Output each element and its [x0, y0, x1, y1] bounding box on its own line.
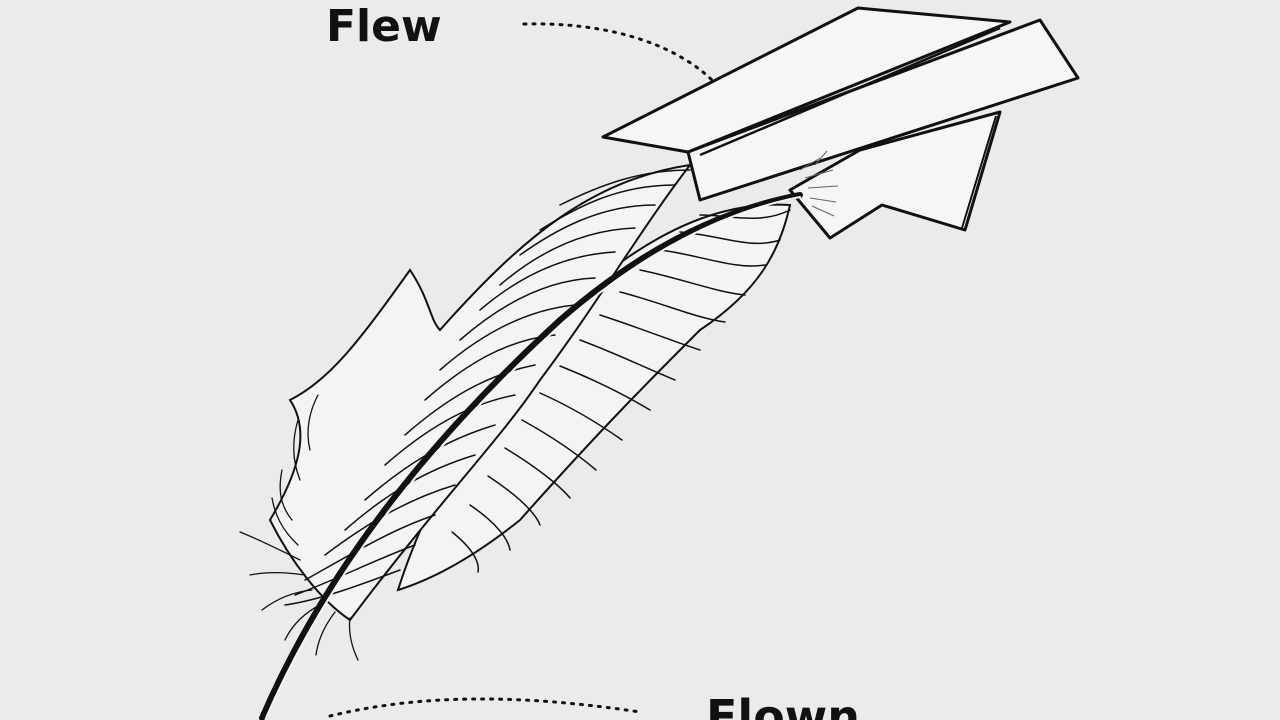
feather-icon [239, 163, 803, 720]
label-flew: Flew [326, 1, 442, 52]
connector-bottom [328, 697, 642, 718]
label-flown: Flown [706, 690, 860, 720]
feather-tuft [799, 150, 839, 217]
feather-barbs-right [451, 209, 791, 573]
connector-top [522, 22, 714, 82]
feather-shaft [259, 192, 803, 720]
paper-airplane-icon [601, 6, 1080, 240]
